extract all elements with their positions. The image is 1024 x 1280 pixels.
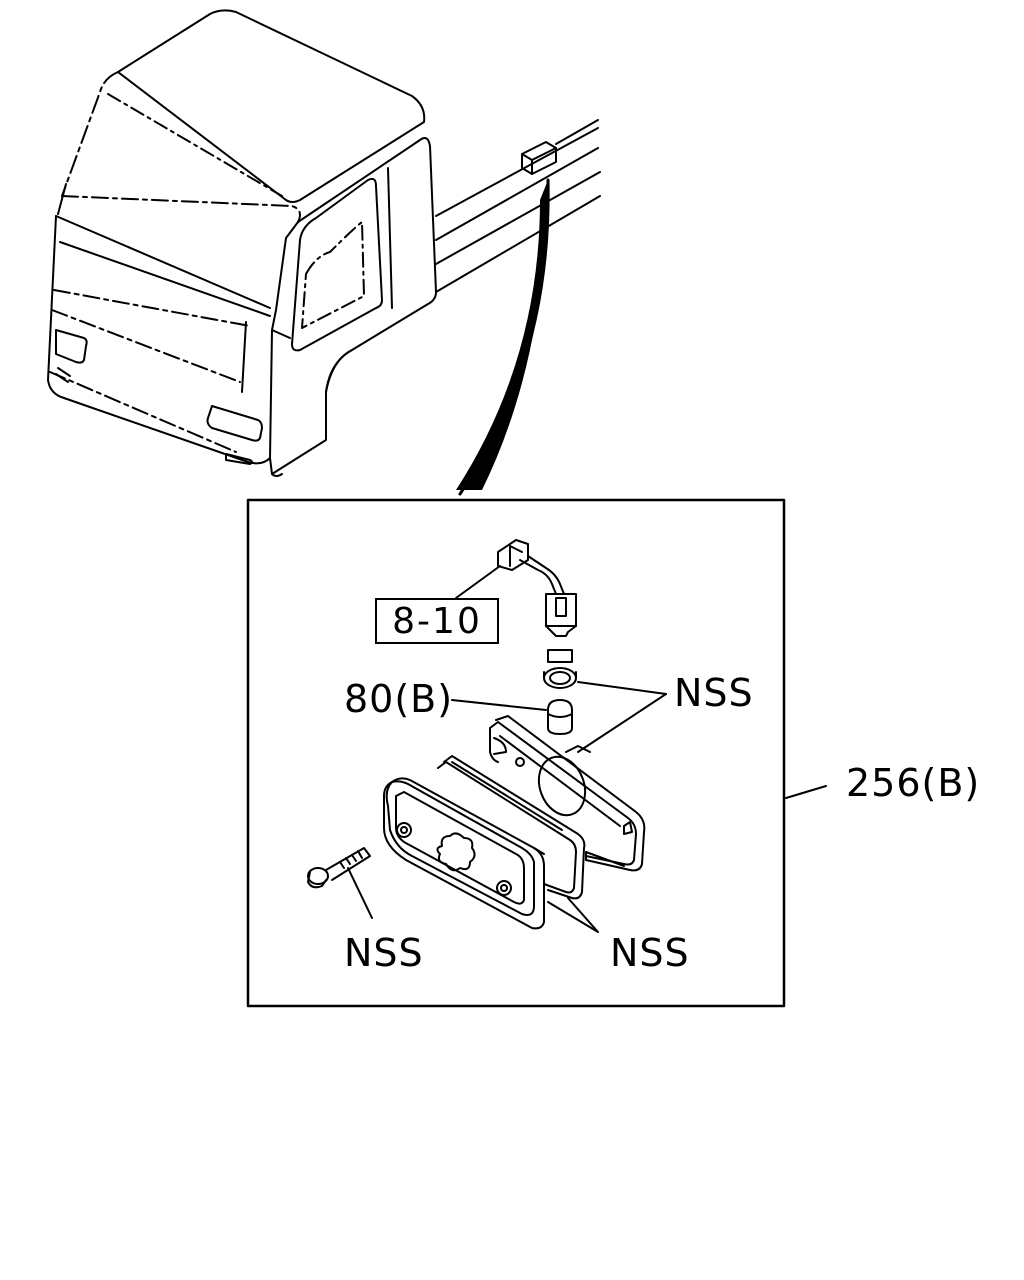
leader-nss-seal — [577, 681, 667, 695]
screw — [307, 847, 371, 889]
ref-section-box[interactable]: 8-10 — [375, 598, 499, 644]
screw-nss-label[interactable]: NSS — [344, 931, 424, 975]
leader-256b — [785, 785, 827, 799]
lamp-housing — [489, 715, 646, 872]
wire-connector — [497, 539, 577, 637]
seal-nss-label[interactable]: NSS — [674, 671, 754, 715]
leader-80b — [451, 699, 547, 711]
leader-8-10 — [455, 565, 501, 599]
lamp-assembly-label[interactable]: 256(B) — [846, 761, 981, 805]
bulb-part-label[interactable]: 80(B) — [344, 677, 454, 721]
lens — [383, 777, 545, 930]
leader-curve — [458, 178, 550, 496]
socket-seal — [543, 649, 577, 689]
gasket-nss-label[interactable]: NSS — [610, 931, 690, 975]
ref-section-label: 8-10 — [392, 600, 482, 642]
detail-frame — [246, 498, 786, 1008]
bulb — [547, 699, 573, 735]
truck-cab-illustration — [47, 9, 601, 477]
leader-nss-housing — [577, 693, 667, 753]
gasket — [437, 755, 586, 900]
leader-nss-gasket — [547, 897, 599, 933]
leader-nss-screw — [347, 867, 373, 919]
